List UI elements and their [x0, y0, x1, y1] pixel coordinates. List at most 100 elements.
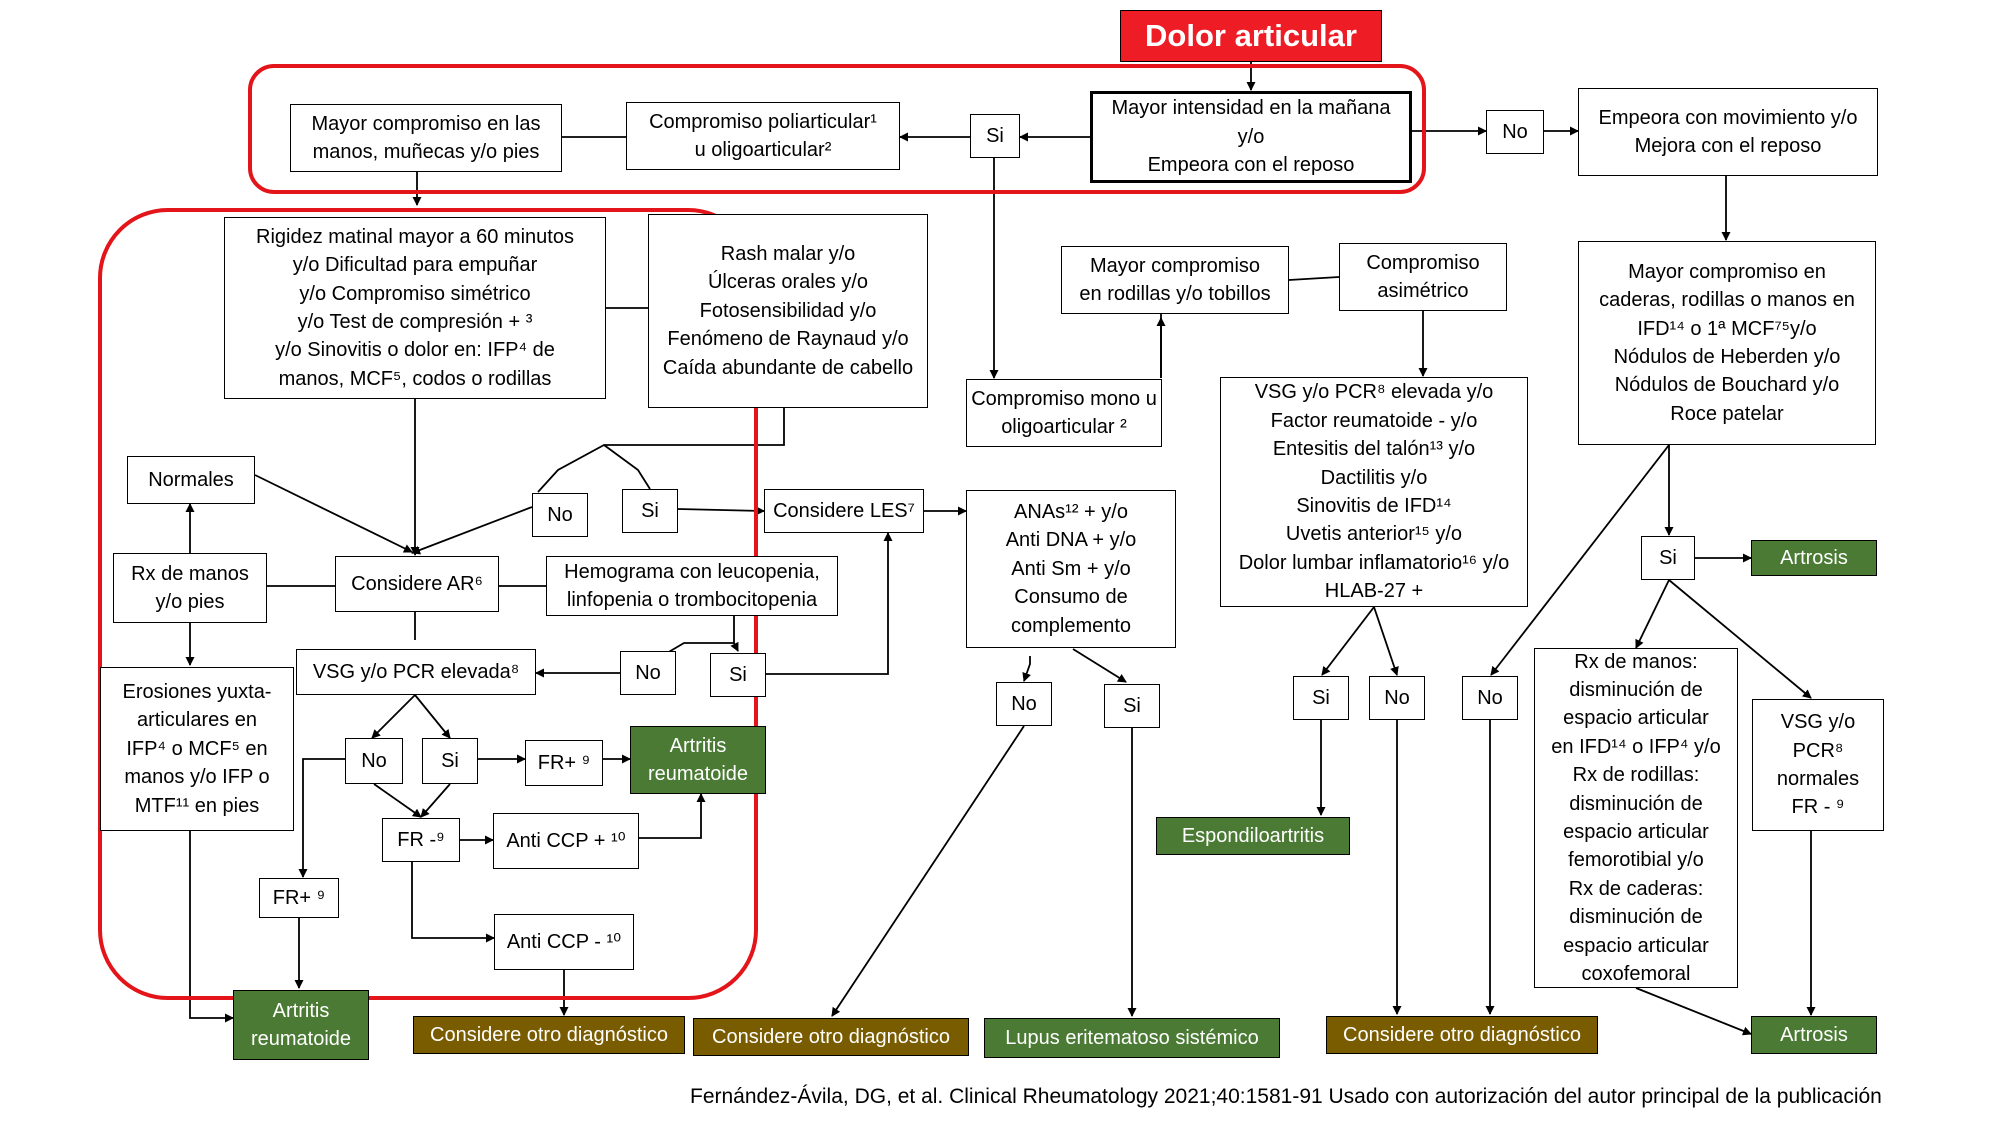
node-hemograma: Hemograma con leucopenia,linfopenia o tr… [546, 556, 838, 616]
connector-10 [1288, 276, 1340, 281]
node-line: espacio articular [1563, 934, 1709, 957]
node-line: Artritis [272, 999, 330, 1022]
node-si-vsg: Si [422, 738, 478, 784]
connector-56 [1668, 579, 1812, 699]
node-text: Considere LES⁷ [773, 497, 915, 525]
connector-48 [1373, 606, 1399, 676]
node-line: Empeora con movimiento y/o [1598, 106, 1858, 129]
node-line: Mayor intensidad en la mañana [1111, 97, 1391, 120]
node-line: Espondiloartritis [1181, 824, 1325, 847]
node-line: FR -⁹ [397, 828, 445, 851]
node-text: Considere otro diagnóstico [430, 1021, 668, 1049]
node-text: No [1502, 118, 1528, 146]
node-line: y/o [1237, 125, 1265, 148]
connector-47 [1321, 606, 1375, 676]
node-text: Considere otro diagnóstico [712, 1023, 950, 1051]
node-line: Consumo de [1014, 586, 1128, 609]
connector-38 [298, 758, 345, 878]
node-text: Anti CCP - ¹⁰ [507, 928, 621, 956]
node-line: Si [641, 499, 659, 522]
node-rx-artrosis: Rx de manos: disminución de espacio articu… [1534, 648, 1738, 988]
connector-53 [1490, 444, 1670, 676]
connector-31 [414, 694, 451, 739]
node-line: manos, MCF⁵, codos o rodillas [278, 367, 552, 390]
node-text: Si [441, 747, 459, 775]
node-no-caderas: No [1462, 676, 1518, 720]
node-line: Considere otro diagnóstico [1343, 1023, 1581, 1046]
node-text: Normales [148, 466, 234, 494]
connector-41 [189, 831, 234, 1023]
node-line: articulares en [136, 709, 258, 732]
node-line: Artritis [669, 734, 727, 757]
node-line: u oligoarticular² [694, 139, 832, 161]
node-line: Mejora con el reposo [1634, 135, 1822, 157]
connector-30 [371, 694, 416, 739]
node-line: Roce patelar [1670, 402, 1784, 425]
node-no-top: No [1486, 110, 1544, 154]
node-line: en rodillas y/o tobillos [1079, 283, 1271, 305]
node-text: No [361, 747, 387, 775]
node-line: Empeora con el reposo [1147, 154, 1355, 177]
node-line: Considere LES⁷ [773, 499, 915, 522]
node-line: FR+ ⁹ [537, 751, 591, 774]
node-line: Si [1659, 546, 1677, 569]
node-line: manos y/o IFP o [124, 766, 270, 789]
node-line: Mayor compromiso en las [311, 112, 541, 135]
node-text: Si [986, 122, 1004, 150]
node-line: Anti CCP - ¹⁰ [506, 930, 622, 953]
node-line: disminución de [1569, 679, 1703, 702]
node-line: Caída abundante de cabello [662, 356, 914, 379]
node-text: Dolor articular [1145, 17, 1357, 53]
node-line: IFP⁴ o MCF⁵ en [126, 737, 268, 760]
node-line: Dactilitis y/o [1320, 466, 1428, 489]
node-line: Si [729, 663, 747, 686]
node-vsg-elevada: VSG y/o PCR elevada⁸ [296, 649, 536, 695]
source-caption: Fernández-Ávila, DG, et al. Clinical Rhe… [690, 1085, 1882, 1108]
node-line: femorotibial y/o [1568, 849, 1704, 872]
node-artrosis2: Artrosis [1751, 1016, 1877, 1054]
node-line: Artrosis [1780, 1023, 1848, 1046]
node-line: disminución de [1569, 906, 1703, 929]
node-line: Rx de manos: [1574, 650, 1698, 673]
node-text: Rx de manos: disminución de espacio articu… [1551, 648, 1720, 989]
connector-16 [603, 444, 651, 490]
node-line: Considere otro diagnóstico [430, 1023, 668, 1046]
node-text: Considere otro diagnóstico [1343, 1021, 1581, 1049]
node-line: y/o Compromiso simétrico [299, 282, 531, 305]
node-line: y/o pies [155, 591, 225, 613]
node-text: No [547, 501, 573, 529]
node-les: Considere LES⁷ [764, 489, 924, 533]
node-text: Artrosis [1780, 1021, 1848, 1049]
connector-18 [254, 474, 413, 553]
node-line: Fenómeno de Raynaud y/o [667, 328, 909, 351]
node-si-les: Si [622, 489, 678, 533]
node-line: Nódulos de Heberden y/o [1613, 346, 1841, 368]
node-line: Si [1312, 686, 1330, 709]
node-line: Compromiso mono u [971, 387, 1157, 410]
node-line: VSG y/o PCR⁸ elevada y/o [1254, 381, 1494, 404]
node-line: caderas, rodillas o manos en [1599, 289, 1855, 312]
node-text: No [1477, 684, 1503, 712]
node-line: Rx de rodillas: [1572, 764, 1700, 787]
node-line: coxofemoral [1581, 962, 1691, 985]
node-si-hemo: Si [710, 653, 766, 697]
node-text: FR -⁹ [397, 826, 444, 854]
node-text: Si [641, 497, 659, 525]
node-line: Mayor compromiso en [1628, 260, 1826, 283]
node-line: Nódulos de Bouchard y/o [1614, 374, 1840, 397]
